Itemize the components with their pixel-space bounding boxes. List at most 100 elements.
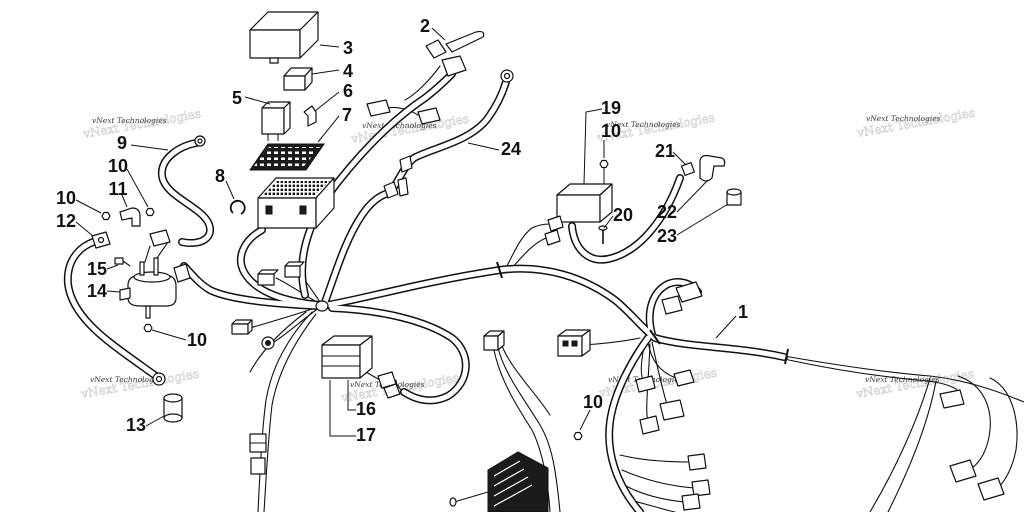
nut [599, 159, 609, 169]
connector [687, 453, 707, 471]
leader-line [583, 108, 603, 185]
leader-line [244, 96, 271, 105]
connector [681, 493, 701, 511]
connector-housing [441, 55, 467, 77]
elbow-boot [119, 207, 141, 227]
callout-10: 10 [583, 392, 603, 412]
bolt [114, 257, 131, 267]
leader-line [225, 180, 235, 200]
connector [675, 281, 703, 303]
boot-top [163, 393, 183, 403]
blade-terminal [445, 30, 485, 53]
leader-line [676, 203, 729, 236]
cap-top [726, 188, 742, 196]
terminal-eye [97, 236, 105, 244]
nut [101, 211, 111, 221]
terminal-boot [163, 393, 183, 423]
right-connectors [557, 281, 1005, 511]
leader-line [130, 144, 169, 151]
wire [497, 347, 561, 512]
bracket [397, 177, 409, 197]
callout-19: 19 [601, 98, 621, 118]
housing-latch [299, 205, 307, 215]
relay-side [283, 101, 291, 135]
connector [977, 477, 1005, 501]
leader-lines [75, 27, 737, 437]
connector-pin [562, 340, 569, 347]
connector [939, 389, 965, 409]
callout-8: 8 [215, 166, 225, 186]
wire [504, 223, 551, 271]
leader-line [715, 315, 737, 339]
block-side [304, 67, 313, 91]
wire [625, 485, 685, 503]
connector [659, 399, 685, 421]
fuse-clip [303, 105, 317, 127]
module-fin [493, 468, 525, 487]
nut [145, 207, 155, 217]
boot-bottom [163, 413, 183, 423]
leader-line [126, 168, 149, 208]
watermarks: vNext Technologies vNext Technologies vNe… [79, 105, 976, 405]
leader-line [121, 194, 128, 208]
leader-line [676, 179, 709, 213]
connector-1-front [557, 335, 583, 357]
callouts: 2 3 4 6 5 7 19 10 9 24 21 10 8 11 10 22 … [56, 16, 748, 445]
harness-band [496, 261, 503, 279]
upper-branch [325, 192, 392, 302]
wire [273, 309, 317, 343]
ring-hole [503, 72, 511, 80]
elbow-boot [699, 154, 726, 182]
watermark-text: vNext Technologies [865, 375, 940, 384]
connector-side [247, 319, 253, 335]
cable-end-fitting [149, 229, 171, 247]
watermark-text: vNext Technologies [92, 116, 167, 125]
watermark-text: vNext Technologies [606, 120, 681, 129]
connector [691, 479, 711, 497]
connector-1-side [581, 329, 591, 357]
fuse-box-housing [257, 177, 335, 229]
connector-pin [571, 340, 578, 347]
callout-15: 15 [87, 259, 107, 279]
screw-head [598, 225, 608, 231]
fuse-block [283, 67, 313, 91]
callout-21: 21 [655, 141, 675, 161]
wire [783, 358, 961, 397]
relay-box-front [556, 194, 601, 223]
leader-line [151, 329, 187, 341]
cdi-side [359, 335, 373, 379]
wire [957, 375, 991, 469]
ground-cable-hardware [383, 69, 514, 199]
wire [581, 337, 641, 346]
callout-24: 24 [501, 139, 521, 159]
callout-13: 13 [126, 415, 146, 435]
cdi-module [321, 335, 401, 399]
starter-solenoid [119, 257, 177, 319]
callout-9: 9 [117, 133, 127, 153]
wire [501, 345, 551, 416]
starter-relay [544, 154, 742, 246]
housing-latch [265, 205, 273, 215]
connector [949, 459, 977, 483]
cable-clip [399, 155, 413, 173]
callout-22: 22 [657, 202, 677, 222]
relay-front [261, 107, 285, 135]
relay-box-side [599, 183, 613, 223]
module-screw [453, 491, 489, 503]
leader-line [75, 221, 94, 237]
wire [156, 241, 169, 259]
leader-line [106, 290, 121, 293]
nut [573, 431, 583, 441]
fuse-box-cover [249, 11, 319, 64]
upper-connectors [366, 30, 485, 125]
leader-line [579, 409, 591, 431]
watermark-text: vNext Technologies [362, 121, 437, 130]
cover-tab [269, 57, 279, 64]
fuse-panel-fuses [254, 147, 320, 166]
connector [639, 415, 660, 435]
nut [143, 323, 153, 333]
housing-side [315, 177, 335, 229]
wire [887, 380, 937, 512]
